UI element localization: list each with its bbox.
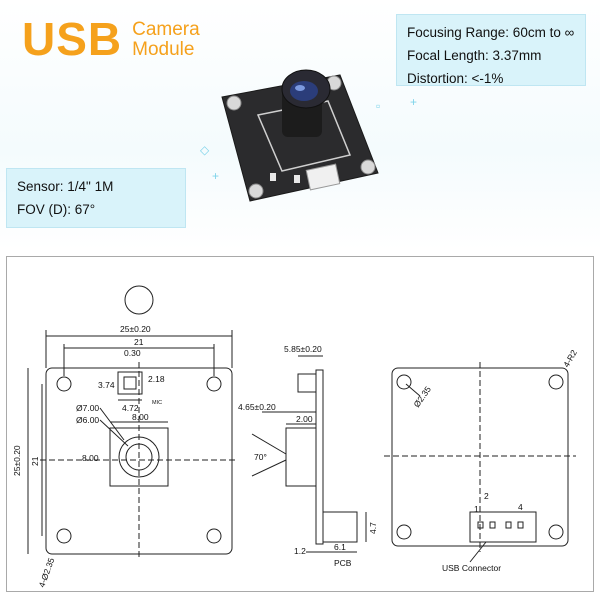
mount-hole-br — [360, 159, 376, 175]
front-hole-tl — [56, 376, 72, 392]
plus-decoration: ▫ — [376, 99, 381, 113]
camera-module-image — [221, 69, 379, 202]
component-1 — [270, 173, 276, 181]
leader-line — [405, 383, 421, 397]
technical-drawing-frame — [6, 256, 594, 592]
plus-decoration: + — [410, 95, 418, 109]
dim-width-total: 25±0.20 — [120, 324, 151, 334]
side-lens — [285, 427, 317, 487]
dim-lens-h: 8.00 — [132, 412, 149, 422]
front-lens-outer — [118, 436, 160, 478]
connector-socket — [305, 163, 341, 191]
dim-back-hole: Ø2.35 — [411, 384, 433, 409]
logo-sub-line1: Camera — [132, 19, 200, 40]
person-icon — [124, 285, 154, 315]
dim-lens-v: 8.00 — [82, 453, 99, 463]
spec-fov: FOV (D): 67° — [17, 202, 96, 217]
dim-side-top: 5.85±0.20 — [284, 344, 322, 354]
back-hole-tr — [548, 374, 564, 390]
dim-side-angle: 70° — [254, 452, 267, 462]
connector-pin-4: 4 — [518, 502, 523, 512]
spec-focusing-range: Focusing Range: 60cm to ∞ — [407, 25, 575, 40]
front-lens-holder — [109, 427, 169, 487]
leader-line — [469, 541, 487, 563]
back-hole-br — [548, 524, 564, 540]
back-hole-tl — [396, 374, 412, 390]
side-angle-line-2 — [251, 459, 287, 477]
connector-pin-1: 1 — [474, 504, 479, 514]
connector-pin — [517, 521, 524, 529]
mount-hole-tl — [226, 95, 242, 111]
front-hole-br — [206, 528, 222, 544]
side-holder — [297, 373, 317, 393]
dim-side-61: 6.1 — [334, 542, 346, 552]
mount-hole-bl — [248, 183, 264, 199]
connector-pin — [477, 521, 484, 529]
side-pcb-label: PCB — [334, 558, 352, 568]
spec-focal-length: Focal Length: 3.37mm — [407, 48, 542, 63]
dim-back-corner: 4-R2 — [561, 348, 579, 369]
connector-pin-2: 2 — [484, 491, 489, 501]
dim-holes: 4-Ø2.35 — [36, 556, 56, 589]
spec-sensor: Sensor: 1/4" 1M — [17, 179, 114, 194]
logo-sub-line2: Module — [132, 39, 195, 60]
dim-mic-v: 2.18 — [148, 374, 165, 384]
dim-dia-600: Ø6.00 — [76, 415, 99, 425]
front-hole-tr — [206, 376, 222, 392]
spec-callout-right: Focusing Range: 60cm to ∞ Focal Length: … — [396, 14, 586, 86]
dim-side-12: 1.2 — [294, 546, 306, 556]
dim-472: 4.72 — [122, 403, 139, 413]
front-lens-inner — [125, 443, 153, 471]
usb-camera-logo: USB Camera Module — [22, 16, 200, 62]
dim-mic-h: 3.74 — [98, 380, 115, 390]
side-pcb — [315, 369, 324, 545]
dim-030: 0.30 — [124, 348, 141, 358]
dim-side-lens: 4.65±0.20 — [238, 402, 276, 412]
spec-callout-left: Sensor: 1/4" 1M FOV (D): 67° — [6, 168, 186, 228]
back-hole-bl — [396, 524, 412, 540]
dim-hole-spacing-h: 21 — [134, 337, 144, 347]
connector-pin — [489, 521, 496, 529]
side-angle-line-1 — [251, 433, 287, 455]
dim-height-total: 25±0.20 — [12, 445, 22, 476]
plus-decoration: + — [212, 169, 220, 183]
logo-usb-text: USB — [22, 13, 123, 65]
dim-dia-700: Ø7.00 — [76, 403, 99, 413]
usb-connector-label: USB Connector — [442, 563, 501, 573]
dim-side-200: 2.00 — [296, 414, 313, 424]
leader-line — [99, 407, 125, 441]
leader-line — [99, 419, 129, 447]
front-hole-bl — [56, 528, 72, 544]
side-connector — [322, 511, 358, 543]
component-2 — [294, 175, 300, 183]
front-mic-inner — [123, 376, 137, 390]
logo-subtitle: Camera Module — [132, 20, 200, 60]
back-usb-connector — [469, 511, 537, 543]
front-mic-pad — [117, 371, 143, 395]
dim-side-47: 4.7 — [368, 522, 378, 534]
dim-hole-spacing-v: 21 — [30, 456, 40, 466]
connector-pin — [505, 521, 512, 529]
lens-reflection — [295, 85, 305, 91]
plus-decoration: ◇ — [200, 143, 210, 157]
spec-distortion: Distortion: <-1% — [407, 71, 504, 86]
mic-label: MIC — [152, 400, 162, 406]
